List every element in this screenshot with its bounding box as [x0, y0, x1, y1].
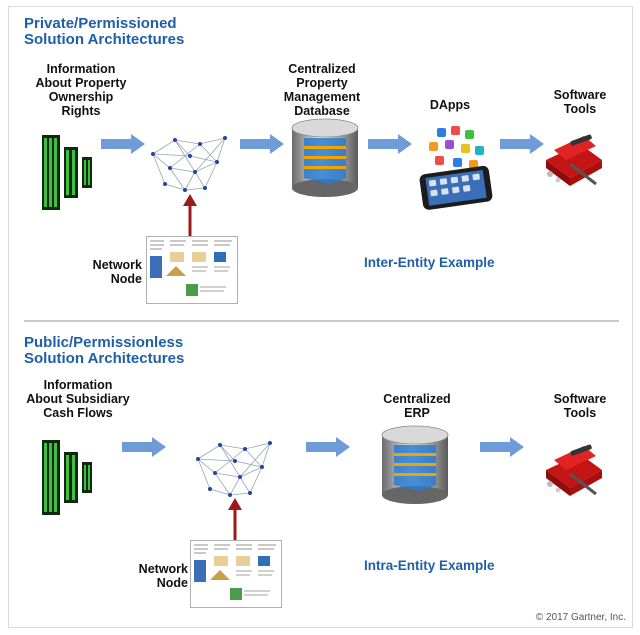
flow-arrow — [122, 437, 166, 457]
database-icon — [381, 425, 449, 504]
document-node-icon — [146, 236, 238, 304]
section-divider — [24, 320, 619, 322]
section-1-database-label: Centralized Property Management Database — [283, 62, 361, 118]
copyright-notice: © 2017 Gartner, Inc. — [535, 612, 626, 623]
document-node-icon — [190, 540, 282, 608]
smartphone-apps-icon — [419, 126, 493, 210]
flow-arrow — [101, 134, 145, 154]
section-1-dapps-label: DApps — [429, 98, 471, 112]
data-matrix-icon — [42, 440, 92, 515]
database-icon — [291, 118, 359, 197]
section-1-info-label: Information About Property Ownership Rig… — [35, 62, 127, 118]
data-matrix-icon — [42, 135, 92, 210]
section-2-tools-label: Software Tools — [553, 392, 607, 420]
diagram-frame — [8, 6, 633, 628]
flow-arrow — [480, 437, 524, 457]
section-1-example-label: Inter-Entity Example — [364, 255, 495, 270]
node-connection-arrow — [183, 194, 197, 238]
network-graph-icon — [196, 441, 272, 497]
section-1-tools-label: Software Tools — [553, 88, 607, 116]
section-2-node-label: Network Node — [138, 562, 188, 590]
section-2-info-label: Information About Subsidiary Cash Flows — [26, 378, 130, 420]
flow-arrow — [306, 437, 350, 457]
toolbox-icon — [546, 444, 602, 496]
flow-arrow — [368, 134, 412, 154]
flow-arrow — [500, 134, 544, 154]
node-connection-arrow — [228, 498, 242, 542]
section-2-example-label: Intra-Entity Example — [364, 558, 495, 573]
section-2-database-label: Centralized ERP — [383, 392, 451, 420]
network-graph-icon — [151, 136, 227, 192]
flow-arrow — [240, 134, 284, 154]
toolbox-icon — [546, 134, 602, 186]
section-1-node-label: Network Node — [92, 258, 142, 286]
